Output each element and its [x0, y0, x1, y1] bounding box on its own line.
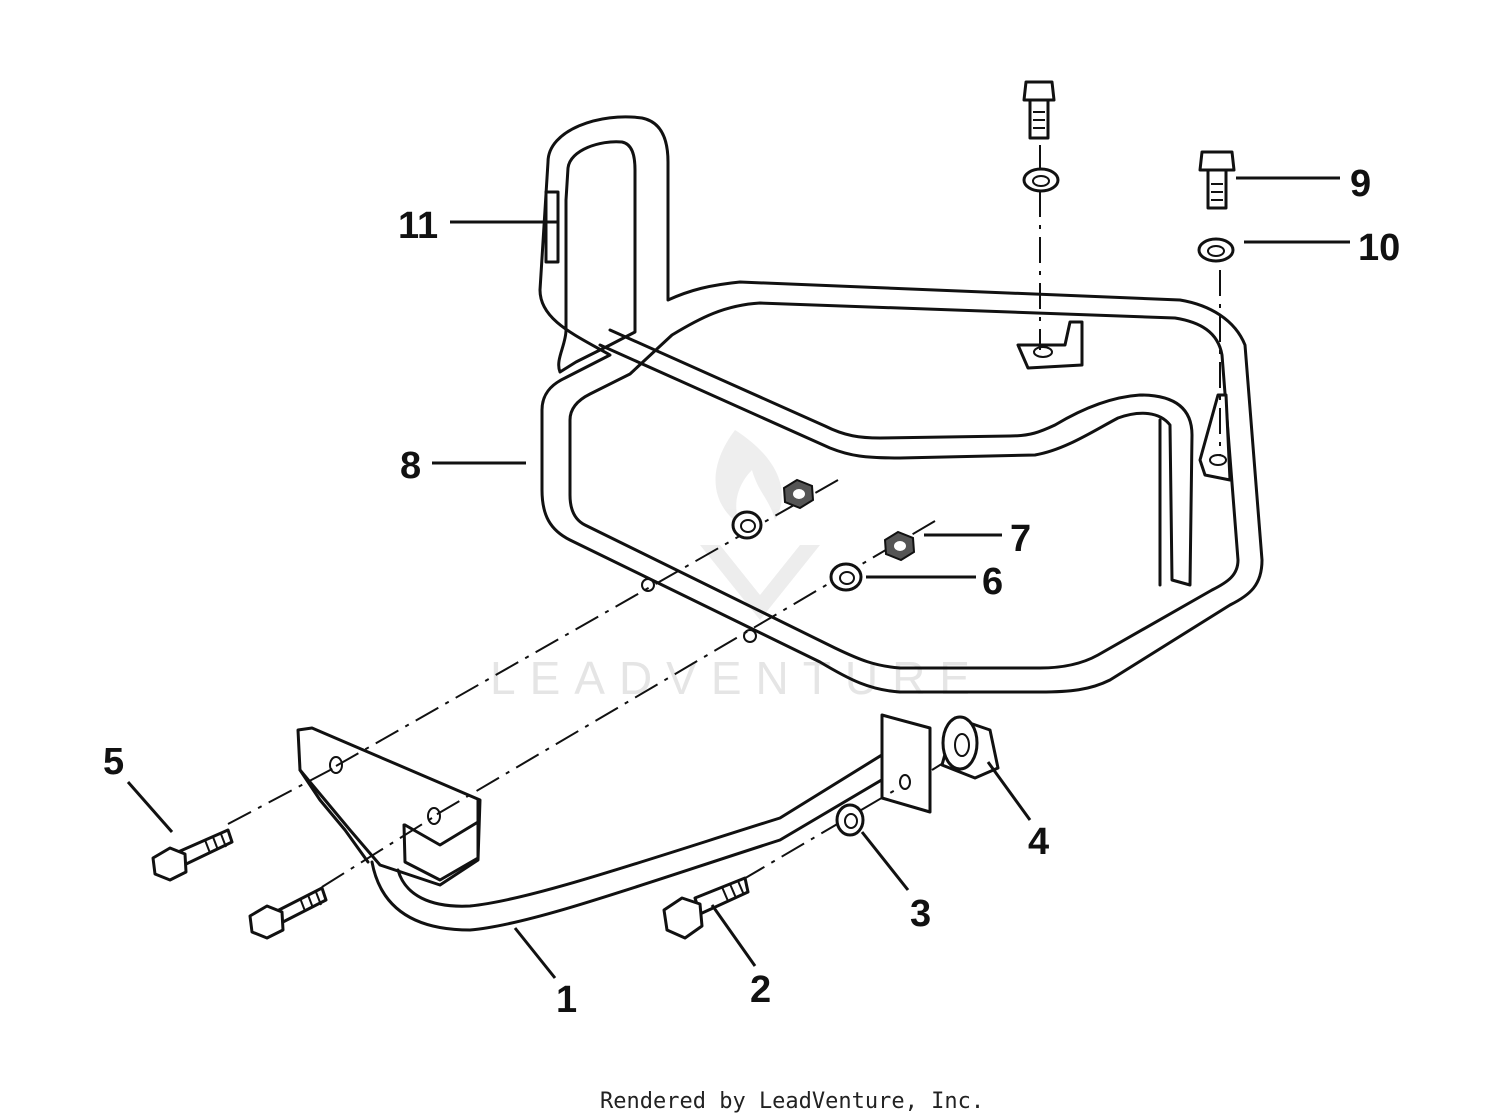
lock-washer-part-3-icon [835, 803, 865, 837]
hex-bolt-part-5-icon [151, 828, 234, 882]
callout-1[interactable]: 1 [556, 979, 577, 1021]
leader-4 [986, 761, 1032, 821]
spacer-part-4-icon [940, 715, 1000, 780]
callout-10[interactable]: 10 [1358, 227, 1400, 269]
footer-credit: Rendered by LeadVenture, Inc. [600, 1089, 984, 1114]
hex-bolt-lower-icon [248, 886, 328, 940]
hex-bolt-vertical-icon [1022, 80, 1056, 140]
leader-5 [126, 781, 174, 833]
grip-pad-part-11 [544, 190, 560, 264]
hex-bolt-part-9-icon [1198, 150, 1236, 210]
lock-washer-part-10-icon [1197, 237, 1235, 263]
lock-washer-upper-icon [731, 510, 763, 540]
callout-11[interactable]: 11 [398, 205, 438, 247]
hex-nut-upper-icon [782, 478, 815, 510]
hex-nut-part-7-icon [883, 530, 916, 562]
watermark-logo-icon [700, 430, 820, 620]
mounting-bracket-right [1198, 393, 1232, 482]
watermark: LEADVENTURE [490, 430, 984, 704]
watermark-text: LEADVENTURE [490, 652, 984, 704]
callout-6[interactable]: 6 [982, 561, 1003, 603]
leader-3 [860, 831, 910, 891]
guard-frame-part-8 [538, 115, 1264, 694]
lock-washer-top-icon [1022, 167, 1060, 193]
frame-hole-left [641, 578, 655, 592]
callout-4[interactable]: 4 [1028, 821, 1049, 863]
callout-5[interactable]: 5 [103, 741, 124, 783]
callout-7[interactable]: 7 [1010, 518, 1031, 560]
lock-washer-part-6-icon [829, 562, 863, 592]
callout-9[interactable]: 9 [1350, 163, 1371, 205]
leader-1 [513, 927, 557, 979]
leader-lines [126, 176, 1350, 979]
lower-bar-part-1 [296, 713, 932, 932]
callout-labels: 1 2 3 4 5 6 7 8 9 10 11 [103, 163, 1400, 1021]
callout-3[interactable]: 3 [910, 893, 931, 935]
leader-2 [710, 904, 757, 967]
frame-hole-right [743, 629, 757, 643]
callout-2[interactable]: 2 [750, 969, 771, 1011]
callout-8[interactable]: 8 [400, 445, 421, 487]
hex-bolt-part-2-icon [662, 876, 750, 940]
hardware [151, 80, 1236, 940]
mounting-bracket-top [1016, 320, 1084, 370]
